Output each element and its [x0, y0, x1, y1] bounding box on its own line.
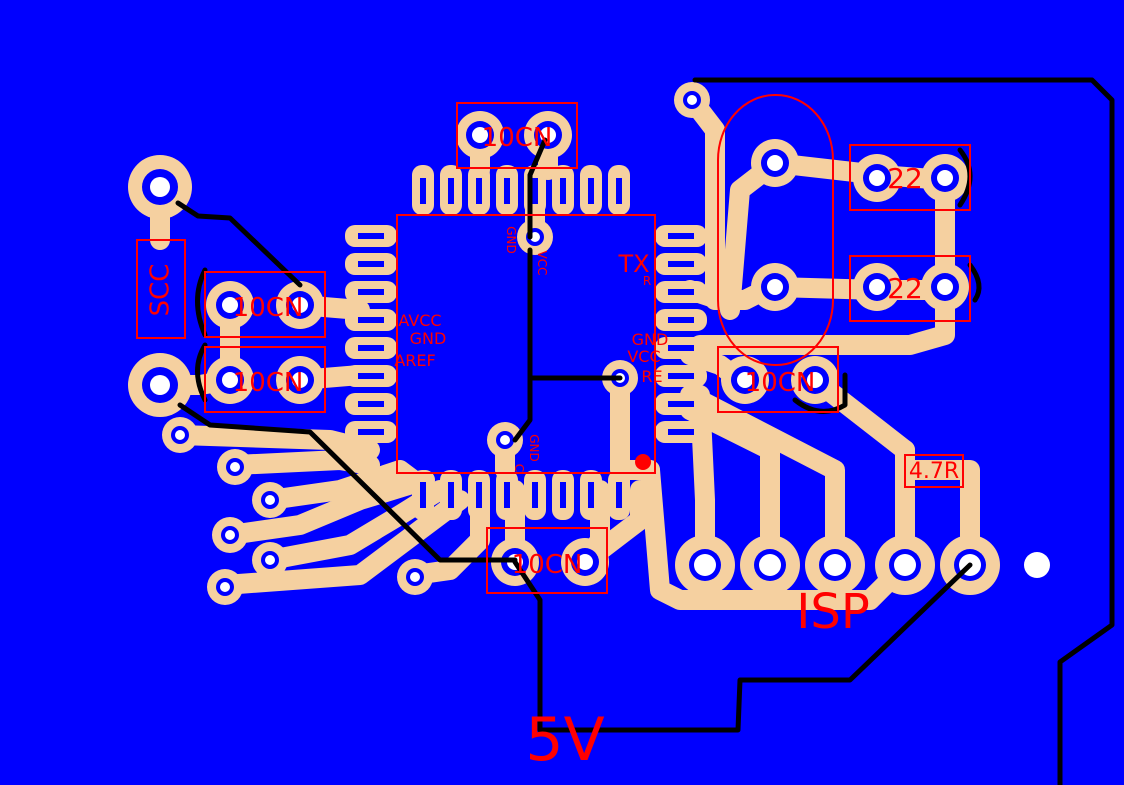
- pin-vcc-top-label: VCC: [535, 251, 549, 276]
- pin-aref-label: AREF: [394, 351, 435, 370]
- cap-left-2-label: 10CN: [233, 368, 304, 398]
- qfp-pad-slots: [358, 178, 694, 508]
- xtal-cap-2-outline: [849, 255, 971, 322]
- xtal-cap-1-label: 22: [887, 162, 923, 195]
- cap-left-1-outline: [204, 271, 326, 338]
- silkscreen-text: SCC 10CN 10CN 10CN 10CN 10CN 22 22 4.7R …: [146, 123, 960, 775]
- vias: [162, 82, 710, 605]
- isp-label: ISP: [796, 584, 870, 640]
- pin1-marker: [635, 454, 651, 470]
- cap-left-1-label: 10CN: [233, 293, 304, 323]
- pin-vcc-right-label: VCC: [627, 347, 660, 366]
- silkscreen-outlines: [136, 94, 971, 594]
- cap-bottom-label: 10CN: [512, 550, 583, 580]
- cap-bottom-outline: [486, 527, 608, 594]
- pin-rx-label: R: [643, 274, 651, 288]
- resistor-label: 4.7R: [909, 459, 959, 484]
- through-hole-pads: [128, 82, 1050, 605]
- crystal-outline: [717, 94, 834, 366]
- cap-top-label: 10CN: [482, 123, 553, 153]
- scc-label: SCC: [146, 264, 176, 317]
- pad-medium: [206, 111, 969, 586]
- pin-gnd-bottom-label: GND: [527, 434, 541, 462]
- scc-outline: [136, 239, 186, 339]
- pin-tx-label: TX: [617, 250, 649, 278]
- cap-right-outline: [717, 346, 839, 413]
- power-label: 5V: [525, 705, 604, 775]
- cap-top-outline: [456, 102, 578, 169]
- pin-gnd-left-label: GND: [410, 329, 447, 348]
- isp-header-pads: [675, 535, 1050, 595]
- pin-gnd-top-label: GND: [504, 226, 518, 254]
- resistor-outline: [904, 454, 964, 488]
- pin-re-label: RE: [641, 367, 662, 386]
- pin-c-bottom-label: C: [512, 464, 526, 472]
- xtal-cap-2-label: 22: [887, 272, 923, 305]
- cap-right-label: 10CN: [745, 368, 816, 398]
- cap-left-2-outline: [204, 346, 326, 413]
- black-tracks: [175, 77, 1115, 785]
- qfp-pads-right: [655, 225, 707, 443]
- xtal-cap-1-outline: [849, 144, 971, 211]
- pin-avcc-label: AVCC: [398, 311, 441, 330]
- pin-gnd-right-label: GND: [632, 330, 669, 349]
- ic-outline: [396, 214, 656, 474]
